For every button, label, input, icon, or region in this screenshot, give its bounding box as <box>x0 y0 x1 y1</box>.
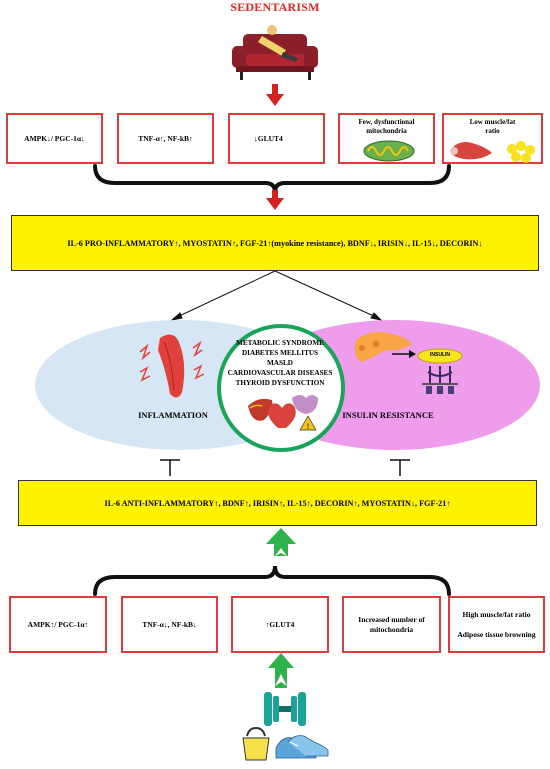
red-arrow-top <box>266 84 284 106</box>
inhibition-right <box>390 459 410 476</box>
top-box-mitochondria-text: Few, dysfunctional mitochondria <box>358 118 415 135</box>
insulin-badge-label: INSULIN <box>430 352 450 358</box>
inflammation-label: INFLAMMATION <box>138 410 208 420</box>
insulin-arrow <box>392 350 416 358</box>
bottom-box-tnf-text: TNF-α↓, NF-kB↓ <box>142 619 197 629</box>
mitochondria-icon <box>363 140 415 162</box>
pro-inflammatory-band-text: IL-6 PRO-INFLAMMATORY↑, MYOSTATIN↑, FGF-… <box>67 238 483 248</box>
bottom-box-glut4: ↑GLUT4 <box>231 596 329 653</box>
split-arrows <box>170 270 383 321</box>
top-box-tnf: TNF-α↑, NF-kB↑ <box>117 113 214 164</box>
anti-inflammatory-band-text: IL-6 ANTI-INFLAMMATORY↑, BDNF↑, IRISIN↑,… <box>104 498 451 508</box>
green-arrow-upper <box>266 528 296 556</box>
bottom-box-ampk-text: AMPK↑/ PGC-1α↑ <box>27 619 89 629</box>
insulin-receptor-icon <box>422 366 458 394</box>
top-box-ampk: AMPK↓/ PGC-1α↓ <box>6 113 103 164</box>
svg-text:!: ! <box>307 422 310 431</box>
bottom-box-glut4-text: ↑GLUT4 <box>265 619 295 629</box>
bottom-box-muscle-fat-line1: High muscle/fat ratio <box>462 609 531 619</box>
muscle-fat-icon <box>450 141 535 163</box>
sofa-icon <box>232 25 318 80</box>
dumbbell-icon <box>264 692 306 726</box>
diagram-title: SEDENTARISM <box>230 0 320 14</box>
bottom-box-muscle-fat: High muscle/fat ratio Adipose tissue bro… <box>448 596 545 653</box>
shoes-icon <box>275 735 329 759</box>
condition-masld: MASLD <box>267 358 293 367</box>
condition-thyroid: THYROID DYSFUNCTION <box>235 378 325 387</box>
bottom-brace <box>93 565 451 596</box>
anti-inflammatory-band: IL-6 ANTI-INFLAMMATORY↑, BDNF↑, IRISIN↑,… <box>18 480 537 526</box>
center-circle <box>217 324 345 452</box>
top-box-glut4: ↓GLUT4 <box>228 113 325 164</box>
condition-cardiovascular: CARDIOVASCULAR DISEASES <box>227 368 333 377</box>
bottom-box-mitochondria-text: Increased number of mitochondria <box>358 615 425 634</box>
condition-diabetes: DIABETES MELLITUS <box>241 348 319 357</box>
bottom-box-mitochondria: Increased number of mitochondria <box>342 596 441 653</box>
top-brace <box>93 164 451 193</box>
insulin-badge <box>417 348 463 364</box>
bottom-box-muscle-fat-line2: Adipose tissue browning <box>457 630 536 639</box>
heart-icon <box>268 403 296 428</box>
inhibition-left <box>160 459 180 476</box>
warning-icon: ! <box>299 415 317 431</box>
top-box-glut4-text: ↓GLUT4 <box>254 133 283 143</box>
bottom-box-tnf: TNF-α↓, NF-kB↓ <box>121 596 218 653</box>
thyroid-icon <box>292 395 318 414</box>
kettlebell-icon <box>242 726 270 761</box>
pancreas-icon <box>354 332 412 362</box>
red-arrow-mid <box>266 190 284 210</box>
condition-metabolic-syndrome: METABOLIC SYNDROME <box>236 339 324 347</box>
top-box-mitochondria: Few, dysfunctional mitochondria <box>338 113 435 164</box>
top-box-muscle-fat-text: Low muscle/fat ratio <box>469 118 516 135</box>
top-box-tnf-text: TNF-α↑, NF-kB↑ <box>138 133 193 143</box>
center-conditions: METABOLIC SYNDROME DIABETES MELLITUS MAS… <box>216 339 344 389</box>
muscle-icon <box>139 334 205 398</box>
insulin-resistance-label: INSULIN RESISTANCE <box>342 410 434 420</box>
bottom-box-ampk: AMPK↑/ PGC-1α↑ <box>9 596 107 653</box>
liver-icon <box>248 398 273 421</box>
green-arrow-lower <box>268 653 294 688</box>
top-box-muscle-fat: Low muscle/fat ratio <box>442 113 543 164</box>
pro-inflammatory-band: IL-6 PRO-INFLAMMATORY↑, MYOSTATIN↑, FGF-… <box>11 215 539 271</box>
top-box-ampk-text: AMPK↓/ PGC-1α↓ <box>24 133 85 143</box>
